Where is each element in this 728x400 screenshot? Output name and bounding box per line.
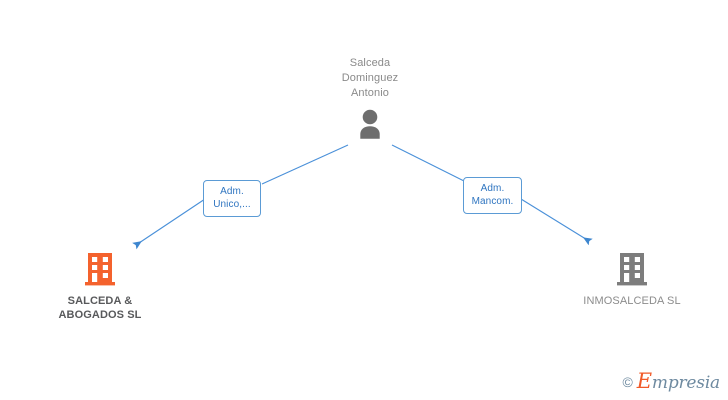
brand-initial: E bbox=[636, 369, 652, 393]
person-node-root[interactable]: Salceda Dominguez Antonio bbox=[305, 56, 435, 141]
building-icon bbox=[617, 253, 647, 286]
company-name-label: SALCEDA & ABOGADOS SL bbox=[58, 295, 142, 321]
edge-line-person-to-adm-mancom bbox=[391, 144, 465, 182]
edge-line-person-to-adm-unico bbox=[261, 144, 349, 185]
copyright-icon: © bbox=[622, 373, 633, 390]
edge-line-adm-mancom-to-company bbox=[520, 198, 593, 246]
edge-label-adm-unico[interactable]: Adm. Unico,... bbox=[203, 180, 261, 217]
company-node-salceda-abogados[interactable]: SALCEDA & ABOGADOS SL bbox=[25, 252, 175, 322]
edge-line-adm-unico-to-company bbox=[132, 198, 206, 250]
person-icon bbox=[360, 109, 380, 139]
brand-logo: Empresia bbox=[637, 371, 720, 392]
edge-label-adm-mancom[interactable]: Adm. Mancom. bbox=[463, 177, 522, 214]
building-icon bbox=[85, 253, 115, 286]
brand-rest: mpresia bbox=[651, 373, 720, 393]
company-name-label: INMOSALCEDA SL bbox=[583, 295, 681, 307]
person-name-label: Salceda Dominguez Antonio bbox=[341, 57, 399, 99]
company-node-inmosalceda[interactable]: INMOSALCEDA SL bbox=[557, 252, 707, 308]
watermark: © Empresia bbox=[622, 371, 720, 392]
